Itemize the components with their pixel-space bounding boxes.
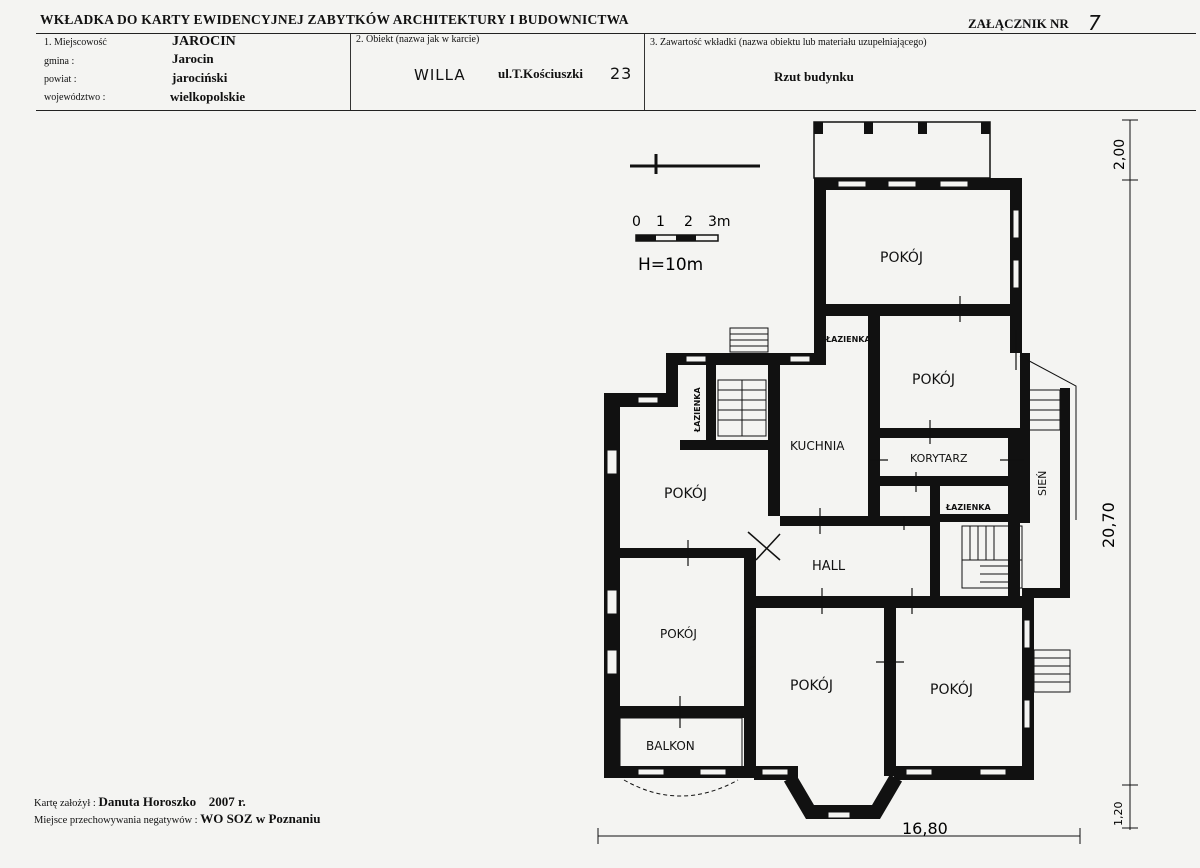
- stairs-left: [717, 327, 769, 437]
- dimension-top: 2,00: [1112, 139, 1128, 170]
- bay-window: [783, 774, 903, 819]
- wojewodztwo-label: województwo :: [44, 92, 106, 103]
- scale-label: 3m: [708, 214, 731, 230]
- header-fields-box: 1. Miejscowość JAROCIN gmina : Jarocin p…: [36, 33, 1196, 111]
- dimension-lines: [597, 119, 1138, 844]
- year-value: 2007 r.: [208, 794, 246, 809]
- height-note: H=10m: [638, 255, 703, 275]
- room-label: POKÓJ: [790, 676, 833, 694]
- attachment-label: ZAŁĄCZNIK NR: [968, 16, 1069, 31]
- object-number: 23: [610, 64, 633, 83]
- gmina-value: Jarocin: [172, 51, 214, 66]
- room-label: ŁAZIENKA: [693, 387, 702, 433]
- dimension-bottom: 1,20: [1112, 802, 1125, 827]
- stairs-entrance: [1019, 355, 1077, 693]
- author-value: Danuta Horoszko: [98, 794, 197, 809]
- scale-label: 1: [656, 214, 665, 230]
- dimension-width: 16,80: [902, 819, 948, 838]
- door-marks: [679, 296, 1024, 728]
- object-label: 2. Obiekt (nazwa jak w karcie): [356, 34, 480, 45]
- column-divider: [644, 34, 645, 110]
- negatives-value: WO SOZ w Poznaniu: [200, 811, 321, 826]
- author-line: Kartę założył : Danuta Horoszko 2007 r.: [34, 794, 246, 810]
- hatched-wall: [745, 621, 755, 683]
- room-label: HALL: [812, 559, 846, 574]
- negatives-line: Miejsce przechowywania negatywów : WO SO…: [34, 811, 320, 827]
- room-label: KUCHNIA: [790, 439, 845, 453]
- attachment-number: 7: [1088, 11, 1101, 35]
- room-label: POKÓJ: [880, 248, 923, 266]
- stairs-hall: [961, 525, 1023, 589]
- column-divider: [350, 34, 351, 110]
- room-label: POKÓJ: [930, 680, 973, 698]
- room-label: POKÓJ: [912, 370, 955, 388]
- balcony-outline: [619, 717, 743, 797]
- dimension-height: 20,70: [1099, 502, 1118, 548]
- interior-walls: [620, 304, 1022, 776]
- room-label: POKÓJ: [664, 484, 707, 502]
- room-label: ŁAZIENKA: [825, 335, 871, 344]
- room-label: POKÓJ: [660, 626, 697, 641]
- room-label: SIEŃ: [1036, 471, 1049, 496]
- scale-bar: 0 1 2 3m H=10m: [632, 214, 731, 275]
- scale-label: 2: [684, 214, 693, 230]
- author-label: Kartę założył :: [34, 798, 96, 809]
- content-label: 3. Zawartość wkładki (nazwa obiektu lub …: [650, 37, 927, 48]
- form-title: WKŁADKA DO KARTY EWIDENCYJNEJ ZABYTKÓW A…: [40, 12, 629, 27]
- object-name: WILLA: [414, 66, 466, 84]
- terrace: [813, 121, 991, 179]
- object-address: ul.T.Kościuszki: [498, 66, 584, 81]
- room-label: ŁAZIENKA: [945, 503, 991, 512]
- scale-label: 0: [632, 214, 641, 230]
- room-label: KORYTARZ: [910, 452, 968, 465]
- room-label: BALKON: [646, 739, 695, 753]
- locality-label: 1. Miejscowość: [44, 37, 107, 48]
- locality-value: JAROCIN: [172, 34, 236, 49]
- north-arrow-icon: [630, 154, 760, 174]
- powiat-label: powiat :: [44, 74, 77, 85]
- wojewodztwo-value: wielkopolskie: [170, 89, 246, 104]
- window-openings: [606, 180, 1031, 819]
- negatives-label: Miejsce przechowywania negatywów :: [34, 815, 198, 826]
- hall-corner-door: [747, 531, 781, 561]
- powiat-value: jarociński: [172, 70, 228, 85]
- content-value: Rzut budynku: [774, 69, 854, 84]
- gmina-label: gmina :: [44, 56, 75, 67]
